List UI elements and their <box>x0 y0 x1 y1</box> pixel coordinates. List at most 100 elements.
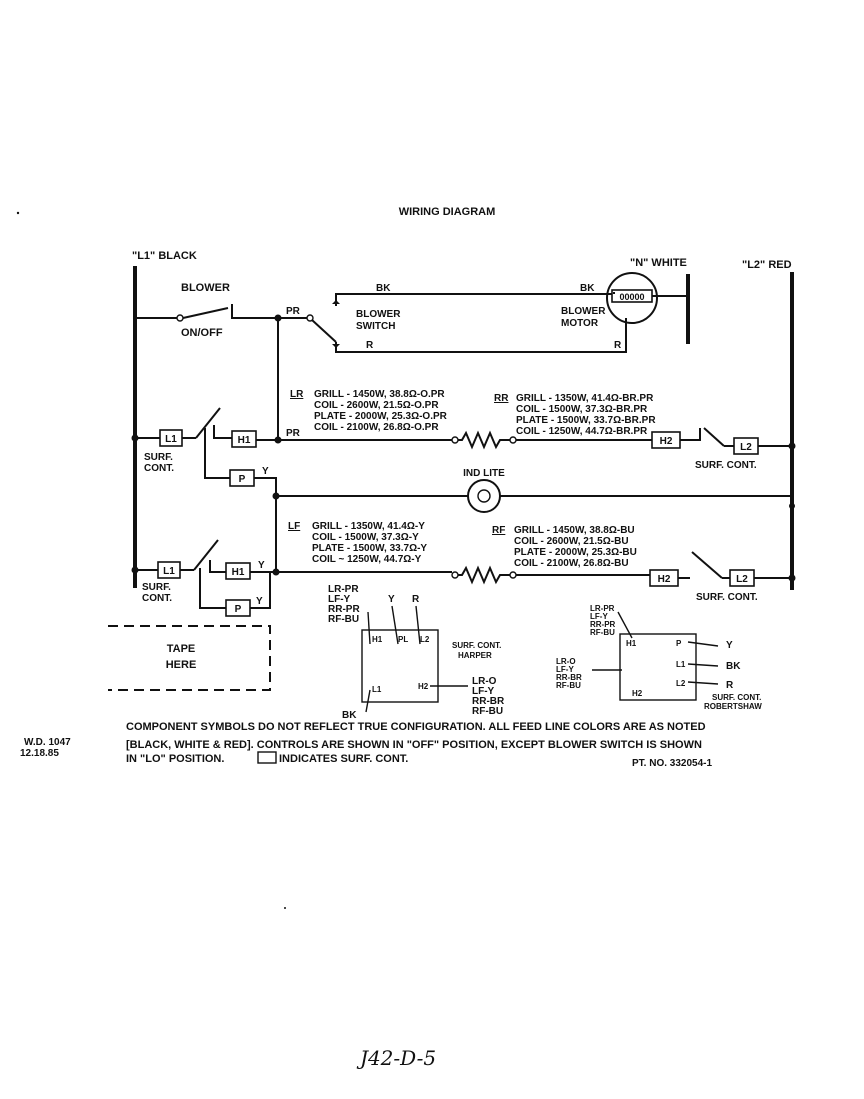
element-spec-row: GRILL - 1450W, 38.8Ω-BU <box>514 525 635 536</box>
harper-in-label: LF-Y <box>328 594 351 605</box>
harper-out-label: LF-Y <box>472 686 495 697</box>
terminal-p-label: P <box>239 474 246 485</box>
harper-term-label: L2 <box>420 635 430 644</box>
harper-top-wire-r: R <box>412 594 420 605</box>
wire <box>687 641 719 647</box>
terminal-l1-label: L1 <box>163 566 175 577</box>
wire-label-pr: PR <box>286 428 301 439</box>
harper-top-wire-y: Y <box>388 594 395 605</box>
element-spec-row: COIL - 1500W, 37.3Ω-BR.PR <box>516 404 648 415</box>
element-tag-lf: LF <box>288 521 300 532</box>
wire-label-bk: BK <box>376 283 391 294</box>
blower-label: BLOWER <box>181 282 230 294</box>
wire-y <box>250 572 271 609</box>
blower-speed-switch <box>311 319 337 343</box>
wire-label-r: R <box>366 340 374 351</box>
switch-contact <box>306 314 314 322</box>
onoff-label: ON/OFF <box>181 327 223 339</box>
resistor-lower <box>458 565 510 585</box>
wire <box>199 568 226 609</box>
handwritten-reference: J42-D-5 <box>356 1046 436 1070</box>
blower-motor-label: MOTOR <box>561 318 599 329</box>
element-terminal <box>509 571 517 579</box>
motor-winding-label: 00000 <box>619 292 644 302</box>
robertshaw-in-label: RF-BU <box>590 628 615 637</box>
junction-dot <box>788 442 796 450</box>
surf-cont-label: SURF. <box>142 582 171 593</box>
surf-cont-label: SURF. <box>144 452 173 463</box>
robertshaw-term-label: P <box>676 639 682 648</box>
harper-control-body <box>361 629 439 703</box>
surf-cont-right-label: SURF. CONT. <box>695 460 757 471</box>
robertshaw-side-label: RR-BR <box>556 673 582 682</box>
surf-cont-label: CONT. <box>142 593 172 604</box>
element-spec-row: COIL - 2600W, 21.5Ω-BU <box>514 536 629 547</box>
element-spec-row: COIL ~ 1250W, 44.7Ω-Y <box>312 554 422 565</box>
harper-out-label: RF-BU <box>472 706 503 717</box>
element-terminal <box>451 571 459 579</box>
terminal-l2-label: L2 <box>736 574 748 585</box>
harper-bk-label: BK <box>342 710 357 721</box>
wire-label-bk: BK <box>580 283 595 294</box>
junction-dot <box>789 503 795 509</box>
surf-cont-right-label: SURF. CONT. <box>696 592 758 603</box>
element-spec-row: GRILL - 1350W, 41.4Ω-Y <box>312 521 425 532</box>
note-line: [BLACK, WHITE & RED]. CONTROLS ARE SHOWN… <box>126 739 702 751</box>
blower-switch-upper <box>335 293 614 306</box>
element-spec-row: GRILL - 1350W, 41.4Ω-BR.PR <box>516 393 654 404</box>
note-line: IN "LO" POSITION. <box>126 753 224 765</box>
tape-label: HERE <box>166 659 197 671</box>
element-spec-row: COIL - 2100W, 26.8Ω-O.PR <box>314 422 439 433</box>
surf-cont-hook <box>209 560 226 573</box>
harper-out-label: RR-BR <box>472 696 505 707</box>
element-spec-row: COIL - 1500W, 37.3Ω-Y <box>312 532 419 543</box>
robertshaw-side-label: LR-O <box>556 657 576 666</box>
arrow-mark <box>332 344 340 348</box>
element-spec-row: GRILL - 1450W, 38.8Ω-O.PR <box>314 389 445 400</box>
wire <box>367 611 371 645</box>
robertshaw-in-label: LF-Y <box>590 612 608 621</box>
resistor-upper <box>458 430 510 450</box>
terminal-h1-label: H1 <box>238 435 251 446</box>
surf-cont-hook <box>213 425 232 439</box>
robertshaw-term-label: L1 <box>676 660 686 669</box>
bus-l1-label: "L1" BLACK <box>132 250 197 262</box>
robertshaw-label: ROBERTSHAW <box>704 702 762 711</box>
wire <box>391 605 399 645</box>
arrow-mark <box>332 300 340 304</box>
wd-date: 12.18.85 <box>20 748 59 759</box>
switch-contact <box>176 314 184 322</box>
surf-cont-label: CONT. <box>144 463 174 474</box>
junction-dot <box>131 566 139 574</box>
blower-switch-label: BLOWER <box>356 309 401 320</box>
harper-term-label: L1 <box>372 685 382 694</box>
junction-dot <box>274 436 282 444</box>
junction-dot <box>131 434 139 442</box>
robertshaw-side-label: LF-Y <box>556 665 574 674</box>
wire-y <box>254 477 277 496</box>
terminal-p-label: P <box>235 604 242 615</box>
surf-cont-switch <box>691 551 723 579</box>
element-spec-row: PLATE - 1500W, 33.7Ω-Y <box>312 543 427 554</box>
wire <box>204 428 230 479</box>
junction-dot <box>272 568 280 576</box>
terminal-h1-label: H1 <box>232 567 245 578</box>
junction-dot <box>788 574 796 582</box>
bus-l2-label: "L2" RED <box>742 259 792 271</box>
diagram-title: WIRING DIAGRAM <box>399 206 496 218</box>
robertshaw-term-label: L2 <box>676 679 686 688</box>
element-spec-row: COIL - 2600W, 21.5Ω-O.PR <box>314 400 439 411</box>
speck-mark <box>284 907 286 909</box>
wire-label-y: Y <box>262 466 269 477</box>
robertshaw-control-body <box>619 633 697 701</box>
surf-cont-symbol <box>257 751 277 764</box>
element-tag-lr: LR <box>290 389 304 400</box>
robertshaw-in-label: RR-PR <box>590 620 616 629</box>
blower-motor-label: BLOWER <box>561 306 606 317</box>
harper-label: SURF. CONT. <box>452 641 501 650</box>
note-line: COMPONENT SYMBOLS DO NOT REFLECT TRUE CO… <box>126 721 706 733</box>
harper-label: HARPER <box>458 651 492 660</box>
surf-cont-switch <box>195 407 221 439</box>
switch-hook <box>231 304 278 319</box>
